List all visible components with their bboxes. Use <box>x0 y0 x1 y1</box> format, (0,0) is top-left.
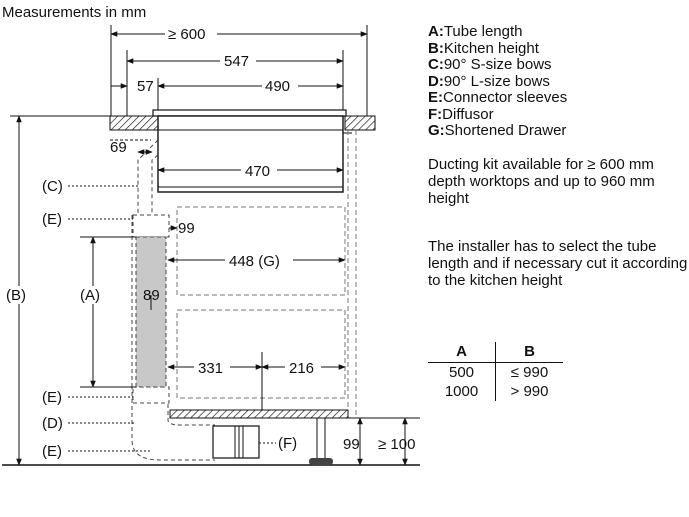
cabinet-leg <box>309 417 333 465</box>
label-c: (C) <box>42 178 63 195</box>
tube-a <box>135 236 167 388</box>
worktop-left <box>109 115 159 131</box>
dim-width-min: ≥ 600 <box>168 26 205 43</box>
legend-text: Tube length <box>443 23 523 40</box>
table-row: 1000 > 990 <box>428 382 563 401</box>
cabinet-base <box>169 409 349 419</box>
label-leaders <box>68 185 150 452</box>
legend-text: Kitchen height <box>443 39 539 57</box>
table-cell: 500 <box>428 362 496 382</box>
legend-key: G: <box>428 122 445 139</box>
label-f: (F) <box>278 435 297 452</box>
dim-331: 331 <box>198 360 223 377</box>
legend-item: A:Tube length <box>428 23 567 41</box>
hob-glass <box>152 109 347 117</box>
dim-490: 490 <box>265 78 290 95</box>
legend-text: 90° L-size bows <box>443 72 550 90</box>
diagram-title: Measurements in mm <box>2 4 146 21</box>
legend-item: B:Kitchen height <box>428 39 567 58</box>
table-header-a: A <box>428 342 496 363</box>
legend-item: E:Connector sleeves <box>428 89 568 107</box>
ducting-kit-note: Ducting kit available for ≥ 600 mm depth… <box>428 156 655 207</box>
table-header-row: A B <box>428 342 563 363</box>
dimension-lines <box>10 25 420 466</box>
duct-path <box>131 139 215 461</box>
legend-key: E: <box>428 89 443 106</box>
legend-item: D:90° L-size bows <box>428 72 567 91</box>
legend-item: F:Diffusor <box>428 105 567 124</box>
table-cell: 1000 <box>428 382 496 401</box>
table-cell: ≤ 990 <box>510 364 549 381</box>
dim-57: 57 <box>137 78 154 95</box>
connector-sleeve-top <box>132 214 170 238</box>
legend-text: Shortened Drawer <box>444 122 567 139</box>
label-b: (B) <box>6 287 26 304</box>
label-d: (D) <box>42 415 63 432</box>
dim-99-top: 99 <box>178 220 195 237</box>
worktop-right <box>344 115 376 131</box>
legend-text: Connector sleeves <box>443 89 568 106</box>
table-row: 500 ≤ 990 <box>428 362 563 382</box>
dim-470: 470 <box>245 163 270 180</box>
legend-key: F: <box>428 105 443 123</box>
dim-216: 216 <box>289 360 314 377</box>
label-a: (A) <box>80 287 100 304</box>
cabinet-outline <box>176 130 357 418</box>
hob-body <box>157 115 344 193</box>
label-e-mid: (E) <box>42 389 62 406</box>
legend-key: C: <box>428 56 444 73</box>
diffusor <box>212 425 260 459</box>
tube-length-table: A B 500 ≤ 990 1000 > 990 <box>428 342 563 401</box>
table-cell: > 990 <box>510 383 549 400</box>
dim-448-g: 448 (G) <box>229 253 280 270</box>
dim-89: 89 <box>143 287 160 304</box>
legend-key: B: <box>428 39 444 57</box>
dim-69: 69 <box>110 139 127 156</box>
dim-plinth-min-100: ≥ 100 <box>378 436 415 453</box>
dim-547: 547 <box>224 53 249 70</box>
installer-note: The installer has to select the tube len… <box>428 238 688 289</box>
legend-key: D: <box>428 72 444 90</box>
legend-key: A: <box>428 23 444 40</box>
legend-item: G:Shortened Drawer <box>428 122 567 140</box>
legend-item: C:90° S-size bows <box>428 56 567 74</box>
connector-sleeve-bottom <box>132 386 170 404</box>
table-header-b: B <box>495 342 563 363</box>
dim-plinth-99: 99 <box>343 436 360 453</box>
label-e-top: (E) <box>42 211 62 228</box>
label-e-bottom: (E) <box>42 443 62 460</box>
legend-text: 90° S-size bows <box>443 56 552 73</box>
legend-text: Diffusor <box>442 105 494 123</box>
